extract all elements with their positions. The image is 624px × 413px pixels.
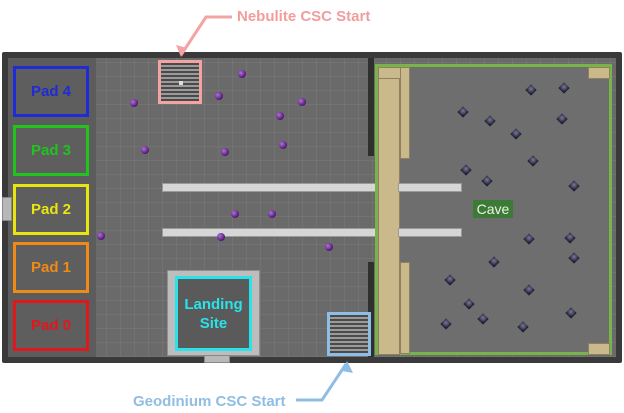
cave-beam-corner-tr bbox=[588, 67, 610, 79]
nebulite-gem bbox=[276, 112, 284, 120]
side-door bbox=[2, 197, 12, 221]
cave-beam-corner-br bbox=[588, 343, 610, 355]
pad-0: Pad 0 bbox=[13, 300, 89, 351]
nebulite-gem bbox=[268, 210, 276, 218]
cave-rail-upper bbox=[398, 183, 462, 192]
nebulite-gem bbox=[325, 243, 333, 251]
geodinium-arrow-line bbox=[296, 363, 348, 402]
geodinium-arrow-head bbox=[342, 361, 353, 373]
pad-1: Pad 1 bbox=[13, 242, 89, 293]
nebulite-gem bbox=[238, 70, 246, 78]
landing-site-line2: Site bbox=[199, 314, 228, 332]
geodinium-csc-start-label: Geodinium CSC Start bbox=[133, 393, 286, 410]
nebulite-gem bbox=[130, 99, 138, 107]
pad-3: Pad 3 bbox=[13, 125, 89, 176]
nebulite-gem bbox=[217, 233, 225, 241]
csc-center-dot bbox=[179, 81, 183, 85]
pad-2: Pad 2 bbox=[13, 184, 89, 235]
cave-label: Cave bbox=[473, 200, 513, 218]
landing-site: Landing Site bbox=[175, 276, 252, 351]
bottom-door bbox=[204, 355, 230, 363]
cave-rail-lower bbox=[398, 228, 462, 237]
cave-beam-upper bbox=[400, 67, 410, 159]
geodinium-csc-start-marker bbox=[327, 312, 371, 356]
nebulite-csc-start-marker bbox=[158, 60, 202, 104]
nebulite-csc-start-label: Nebulite CSC Start bbox=[237, 8, 371, 25]
nebulite-gem bbox=[221, 148, 229, 156]
cave-zone bbox=[375, 64, 612, 355]
divider-wall-top bbox=[368, 58, 374, 156]
nebulite-gem bbox=[215, 92, 223, 100]
nebulite-gem bbox=[97, 232, 105, 240]
nebulite-gem bbox=[141, 146, 149, 154]
nebulite-gem bbox=[231, 210, 239, 218]
divider-wall-bottom bbox=[368, 262, 374, 357]
landing-site-line1: Landing bbox=[184, 295, 243, 313]
nebulite-gem bbox=[298, 98, 306, 106]
pad-4: Pad 4 bbox=[13, 66, 89, 117]
nebulite-arrow-line bbox=[179, 15, 232, 56]
nebulite-arrow-head bbox=[176, 45, 187, 57]
cave-beam-lower bbox=[400, 262, 410, 354]
nebulite-gem bbox=[279, 141, 287, 149]
